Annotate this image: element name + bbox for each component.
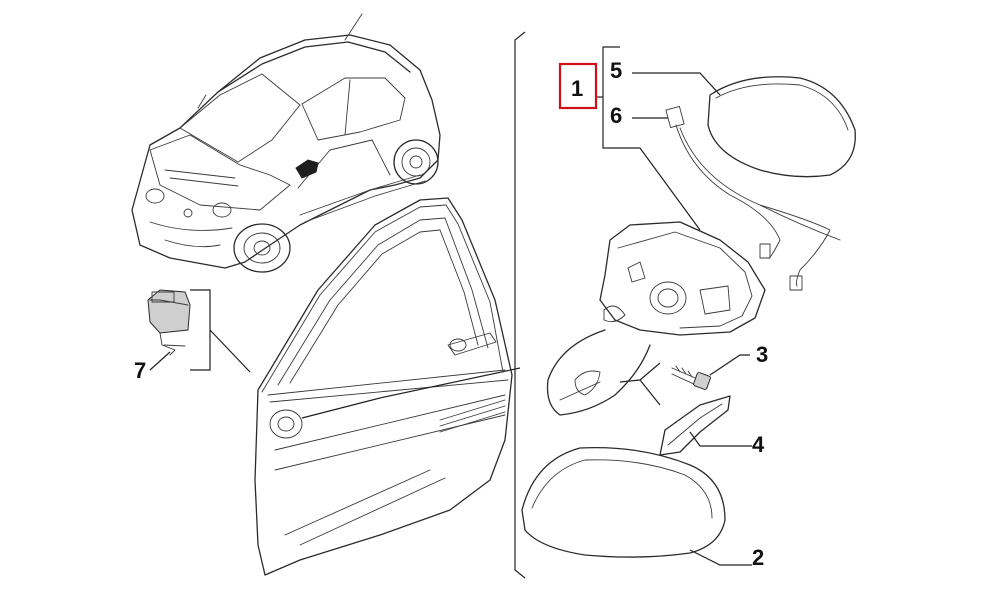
callout-7: 7 <box>134 358 146 383</box>
mirror-glass-part-5 <box>707 76 856 178</box>
mirror-cover-part-2 <box>521 446 726 558</box>
trim-part-4 <box>659 395 731 456</box>
door-stripe-hatch <box>439 399 506 433</box>
callout-2: 2 <box>752 545 764 570</box>
section-bracket <box>514 31 526 579</box>
callout-5: 5 <box>610 58 622 83</box>
mirror-housing-part-1 <box>546 221 766 416</box>
callout-4: 4 <box>752 432 765 457</box>
bolt-part-3 <box>671 365 711 390</box>
callout-1: 1 <box>571 76 583 101</box>
car-illustration <box>131 13 441 273</box>
callout-6: 6 <box>610 103 622 128</box>
callout-1-highlight-box <box>558 62 598 110</box>
callout-3: 3 <box>756 342 768 367</box>
leader-lines <box>596 46 752 566</box>
wiring-harness-part-6 <box>665 106 841 291</box>
door-illustration <box>254 197 521 576</box>
mirror-switch-part-7 <box>147 289 251 373</box>
